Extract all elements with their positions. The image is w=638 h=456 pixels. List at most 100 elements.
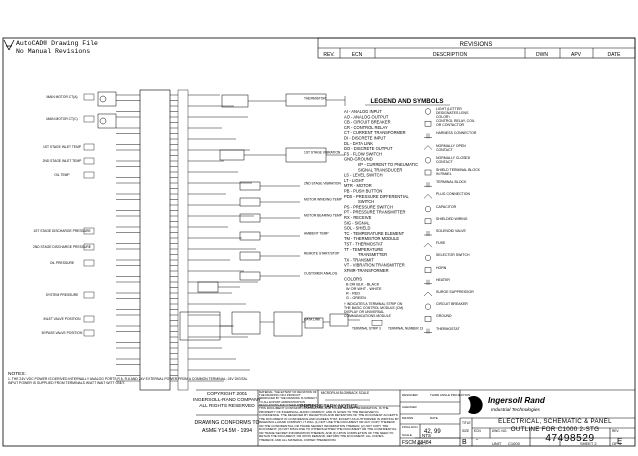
left-device-label: MAIN MOTOR CT(A) — [46, 95, 77, 99]
left-device-label: 2ND STAGE INLET TEMP — [43, 159, 82, 163]
left-device-label: OIL TEMP — [54, 173, 70, 177]
legend-symbol — [424, 182, 432, 188]
ecn-short-label: ECN — [474, 429, 481, 433]
scale-label: SCALE — [402, 433, 412, 437]
legend-symbol — [423, 291, 433, 297]
legend-left-item: VT - VIBRATION TRANSMITTER — [344, 263, 405, 268]
legend-symbol — [423, 145, 433, 150]
header-line1: AutoCAD® Drawing File — [16, 39, 98, 47]
notes-title: NOTES: — [8, 371, 26, 377]
legend-right-item: FUSE — [436, 241, 446, 246]
device-connector — [83, 291, 95, 299]
legend-left-item: PDS - PRESSURE DIFFERENTIAL — [344, 194, 410, 199]
legend-symbol — [424, 254, 432, 261]
legend-right-item: CIRCUIT BREAKER — [436, 302, 468, 307]
legend-left-item: TM - THERMISTOR MODULE — [344, 236, 399, 241]
legend-left-item: AI - ANALOG INPUT — [344, 109, 382, 114]
right-device-label: 1ST STAGE VIBRATION — [304, 151, 341, 155]
field-checker: CHECKER — [402, 405, 418, 409]
legend-symbol — [424, 133, 432, 139]
legend-left-item: PS - PRESSURE SWITCH — [344, 204, 393, 209]
svg-text:IR: IR — [472, 405, 477, 411]
drawing-title-line2: OUTLINE FOR C1000 2-STG — [511, 426, 599, 433]
rev-col-description: DESCRIPTION — [433, 52, 468, 58]
drawing-title-line1: ELECTRICAL, SCHEMATIC & PANEL — [498, 418, 612, 425]
legend-left-item: TRANSMITTER — [358, 252, 387, 257]
legend-color-item: W OR WHT - WHITE — [346, 287, 382, 291]
ct-a-symbol — [97, 91, 117, 107]
device-connector — [83, 93, 95, 101]
legend-left-item: CB - CIRCUIT BREAKER — [344, 120, 391, 125]
right-device-label: REMOTE START/STOP — [304, 252, 340, 256]
legend-left-item: DI - DISCRETE INPUT — [344, 136, 386, 141]
drawing-number: 47498529 — [545, 433, 594, 444]
copyright-line2: INGERSOLL-RAND COMPANY — [193, 397, 262, 403]
size-label: SIZE — [462, 429, 469, 433]
legend-left-item: SIG - SIGNAL — [344, 220, 370, 225]
field-date: DATE — [430, 416, 438, 420]
legend-left-item: SWITCH — [358, 199, 374, 204]
left-device-label: BYPASS VALVE POSITION — [42, 331, 83, 335]
legend-symbol — [424, 303, 432, 310]
terminal-number-label: TERMINAL NUMBER 13 — [388, 326, 423, 330]
left-device-label: MAIN MOTOR CT(C) — [46, 117, 77, 121]
notes-block: NOTES: 1. THE 24V VDC POWER IS DERIVED I… — [8, 371, 247, 385]
rev-col-rev: REV. — [323, 52, 334, 58]
legend-left-item: TC - TEMPERATURE ELEMENT — [344, 231, 405, 236]
device-connector — [83, 115, 95, 123]
device-connector — [83, 315, 95, 323]
ecn-dash: - — [476, 437, 478, 443]
legend-left-item: CT - CURRENT TRANSFORMER — [344, 130, 406, 135]
sheet-of: OF 4 — [612, 441, 622, 446]
legend-left-item: I/P - CURRENT TO PNEUMATIC — [358, 162, 418, 167]
legend-symbol — [424, 316, 432, 322]
legend-symbol — [424, 206, 432, 213]
rev-label: REV. — [612, 429, 619, 433]
rev-value: E — [617, 437, 622, 446]
legend-symbol — [424, 267, 432, 273]
legend-right-item: GROUND — [436, 314, 452, 319]
terminal-strip-label: TERMINAL STRIP 3 — [352, 326, 381, 330]
legend-right-item: NORMALLY OPEN CONTACT — [436, 143, 466, 152]
legend-symbol — [424, 279, 432, 285]
legend-right-item: TERMINAL BLOCK — [436, 180, 467, 185]
left-device-labels: MAIN MOTOR CT(A)MAIN MOTOR CT(C)1ST STAG… — [33, 93, 95, 337]
legend-right-item: SHIELDED WIRING — [436, 216, 468, 221]
title-block — [196, 389, 635, 446]
right-device-label: DATA LINK — [304, 318, 321, 322]
legend-right-item: HEATER — [436, 277, 450, 282]
legend-right-item: PLUG CONNECTION — [436, 192, 471, 197]
legend-left-item: TST - THERMOSTAT — [344, 242, 383, 247]
revisions-block: REVISIONS REV. ECN DESCRIPTION DWN APV D… — [317, 37, 636, 59]
legend-left-item: DL - DATA LINK — [344, 141, 373, 146]
legend-left-item: CR - CONTROL RELAY — [344, 125, 388, 130]
brand-sub: Industrial Technologies — [491, 407, 540, 413]
legend-left-item: LT - LIGHT — [344, 178, 365, 183]
legend-right-item: CONTROL RELAY, COIL OR CONTACTOR — [436, 119, 475, 128]
legend-right-item: THERMOSTAT — [436, 326, 460, 331]
right-device-label: AMBIENT TEMP — [304, 232, 329, 236]
legend-right-item: SELECTOR SWITCH — [436, 253, 470, 258]
fscm: FSCM 88484 — [402, 440, 432, 446]
unit-label: UNIT — [492, 441, 502, 446]
controller-terminal-strip — [139, 89, 171, 391]
header-line2: No Manual Revisions — [16, 48, 90, 55]
legend-right-item: HORN — [436, 265, 447, 270]
legend-right-item: SHIELD TERMINAL BLOCK IN PANEL — [436, 168, 480, 176]
left-device-label: 2ND STAGE DISCHARGE PRESSURE — [33, 245, 92, 249]
left-device-label: INLET VALVE POSITION — [43, 317, 81, 321]
proprietary-text: THIS DOCUMENT CONTAINS CONFIDENTIAL AND … — [259, 407, 399, 442]
microfilm-label: MICROFILM BLOWBACK SCALE — [321, 391, 369, 395]
material-note: MATERIAL: THE EXTENT OF DEVIATION OF THE… — [259, 391, 317, 406]
legend-right-item: CAPACITOR — [436, 204, 457, 209]
device-connector — [83, 243, 95, 251]
legend-symbol — [424, 157, 432, 164]
ct-c-symbol — [97, 113, 117, 129]
device-connector — [83, 157, 95, 165]
device-connector — [83, 329, 95, 337]
right-device-label: THERMISTOR — [304, 97, 326, 101]
legend-title: LEGEND AND SYMBOLS — [371, 98, 444, 105]
legend-symbol — [423, 194, 433, 199]
proprietary-title: PROPRIETARY NOTICE — [300, 404, 358, 410]
